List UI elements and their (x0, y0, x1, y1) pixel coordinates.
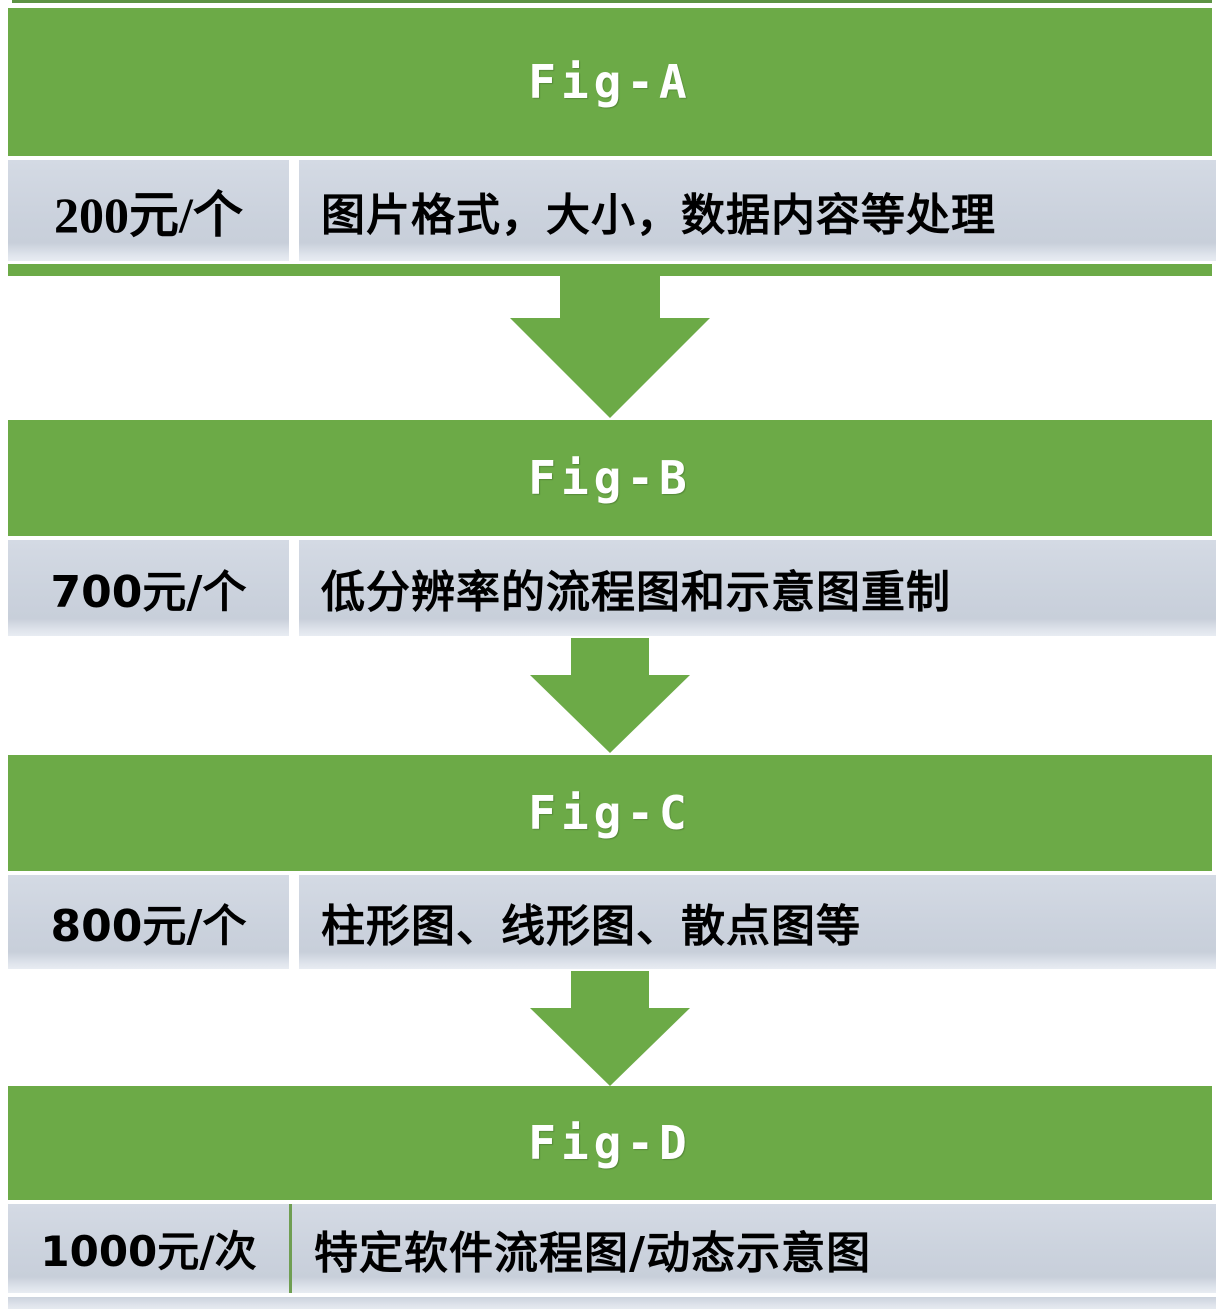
top-edge-line (12, 0, 1212, 3)
section-a-title: Fig-A (528, 55, 692, 109)
cell-separator (289, 875, 299, 969)
arrow-c-to-d (8, 969, 1212, 1086)
down-arrow-head-icon (510, 318, 710, 418)
section-a-row: 200元/个 图片格式，大小，数据内容等处理 (8, 160, 1216, 261)
bottom-cutoff-row-strip (8, 1297, 1216, 1309)
section-d-header: Fig-D (8, 1086, 1212, 1200)
section-b-header: Fig-B (8, 420, 1212, 536)
cell-separator (289, 540, 299, 636)
section-a-price-cell: 200元/个 (8, 160, 289, 261)
section-b-description: 低分辨率的流程图和示意图重制 (321, 567, 951, 618)
section-b-title: Fig-B (528, 451, 692, 505)
arrow-b-to-c (8, 636, 1212, 753)
cell-separator (289, 160, 299, 261)
section-c-description-cell: 柱形图、线形图、散点图等 (299, 875, 1216, 969)
section-d-description: 特定软件流程图/动态示意图 (314, 1227, 872, 1279)
section-b-row: 700元/个 低分辨率的流程图和示意图重制 (8, 540, 1216, 636)
section-c-title: Fig-C (528, 786, 692, 840)
section-d-price-cell: 1000元/次 (8, 1204, 289, 1293)
cell-separator-green (289, 1204, 292, 1293)
down-arrow-stem (571, 638, 649, 675)
down-arrow-head-icon (530, 675, 690, 753)
down-arrow-stem (560, 276, 660, 318)
section-b-description-cell: 低分辨率的流程图和示意图重制 (299, 540, 1216, 636)
section-d-price: 1000元/次 (40, 1227, 257, 1276)
section-d-title: Fig-D (528, 1116, 692, 1170)
section-d-description-cell: 特定软件流程图/动态示意图 (292, 1204, 1216, 1293)
down-arrow-head-icon (530, 1008, 690, 1086)
section-a-bottom-strip (8, 264, 1212, 276)
section-d-row: 1000元/次 特定软件流程图/动态示意图 (8, 1204, 1216, 1293)
section-a-description-cell: 图片格式，大小，数据内容等处理 (299, 160, 1216, 261)
section-c-price: 800元/个 (50, 901, 247, 952)
section-b-price: 700元/个 (50, 567, 247, 618)
section-c-price-cell: 800元/个 (8, 875, 289, 969)
arrow-a-to-b (8, 276, 1212, 418)
section-b-price-cell: 700元/个 (8, 540, 289, 636)
section-a-header: Fig-A (8, 8, 1212, 156)
section-c-description: 柱形图、线形图、散点图等 (321, 901, 861, 952)
section-a-price: 200元/个 (54, 186, 243, 243)
section-c-row: 800元/个 柱形图、线形图、散点图等 (8, 875, 1216, 969)
section-c-header: Fig-C (8, 755, 1212, 871)
down-arrow-stem (571, 971, 649, 1008)
section-a-description: 图片格式，大小，数据内容等处理 (321, 189, 996, 241)
